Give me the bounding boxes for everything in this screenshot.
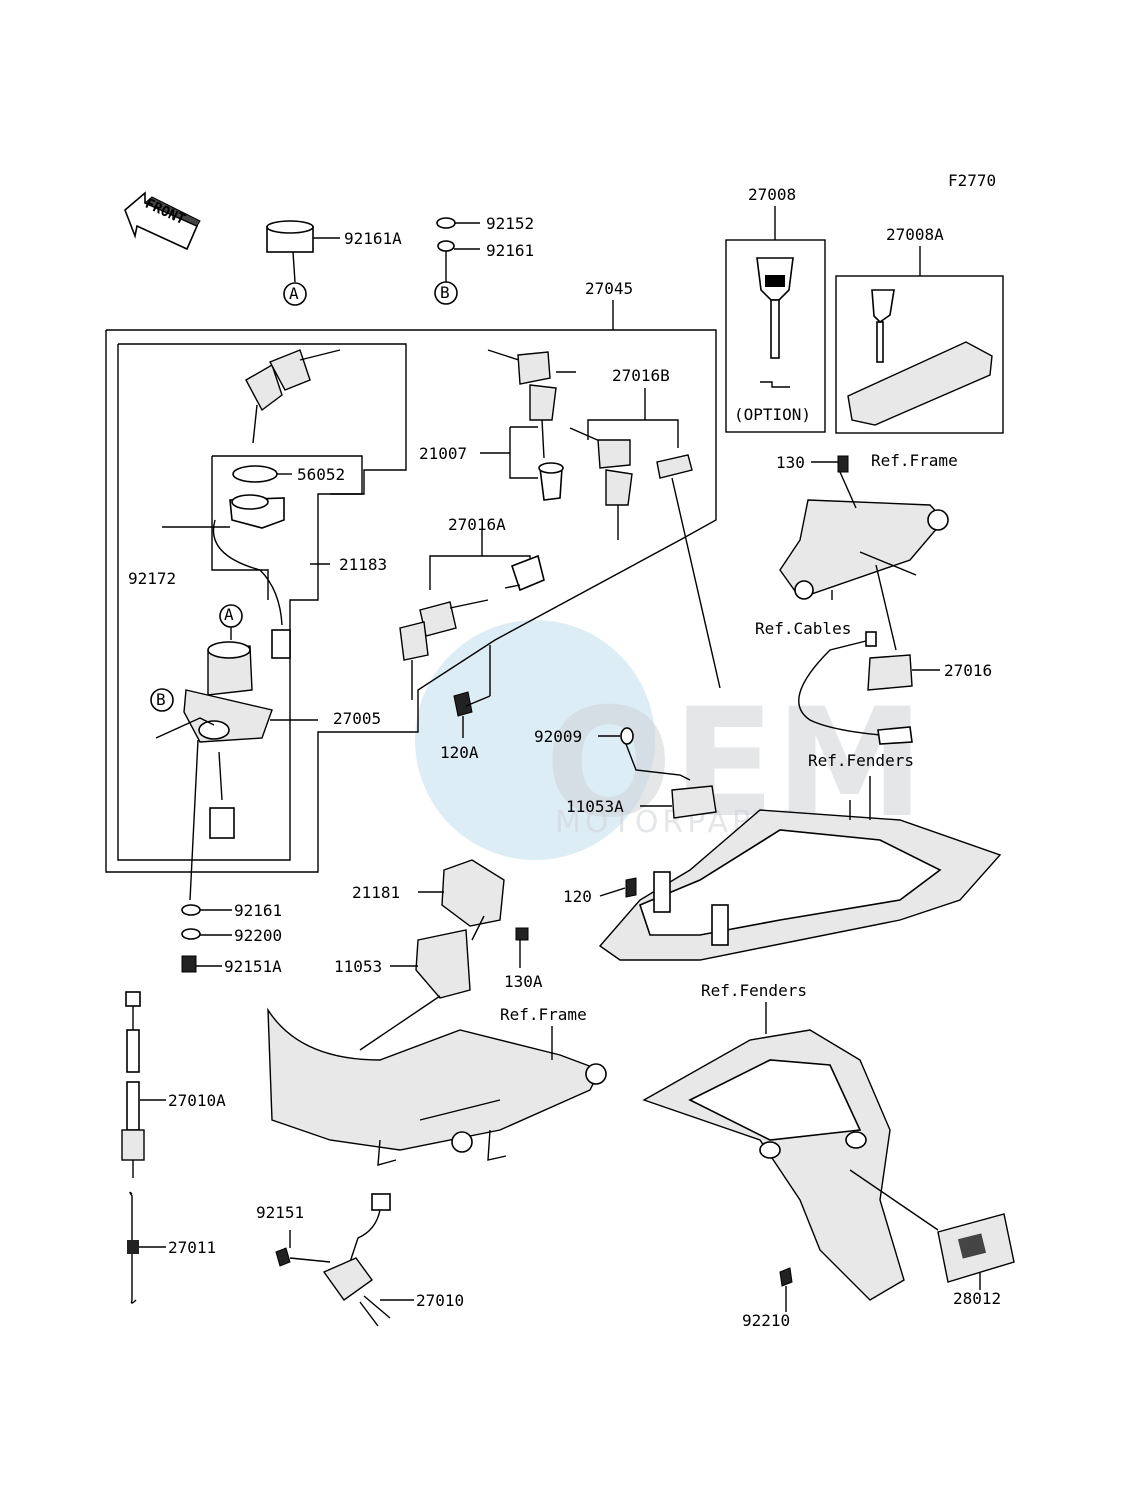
label-21007: 21007	[419, 444, 467, 463]
label-27008A: 27008A	[886, 225, 944, 244]
keys-27016B	[569, 388, 721, 689]
ref-frame-low: Ref.Frame	[500, 1005, 587, 1024]
label-11053A: 11053A	[566, 797, 624, 816]
label-92172: 92172	[128, 569, 176, 588]
ref-fenders-low: Ref.Fenders	[701, 981, 807, 1000]
label-27045: 27045	[585, 279, 633, 298]
label-27016B: 27016B	[612, 366, 670, 385]
mark-b-top: B	[440, 283, 450, 302]
mark-a-mid: A	[224, 605, 234, 624]
label-28012: 28012	[953, 1289, 1001, 1308]
switch-21183	[162, 455, 363, 659]
bracket-11053A	[598, 727, 717, 819]
ref-fenders-top: Ref.Fenders	[808, 751, 914, 770]
label-92161A: 92161A	[344, 229, 402, 248]
label-120A: 120A	[440, 743, 479, 762]
label-120: 120	[563, 887, 592, 906]
label-92009: 92009	[534, 727, 582, 746]
washers-low	[181, 739, 232, 973]
label-92210: 92210	[742, 1311, 790, 1330]
front-arrow-icon: FRONT	[124, 191, 201, 251]
kit-27045-outline	[105, 300, 717, 873]
sleeve-92161A	[266, 220, 340, 306]
washers-top	[434, 217, 480, 305]
label-92161-top: 92161	[486, 241, 534, 260]
cable-27016	[798, 631, 940, 745]
rear-fender	[642, 1002, 939, 1312]
label-92151A: 92151A	[224, 957, 282, 976]
switch-27010	[275, 1193, 414, 1327]
label-27016: 27016	[944, 661, 992, 680]
spring-27011	[127, 1191, 166, 1304]
label-130A: 130A	[504, 972, 543, 991]
label-56052: 56052	[297, 465, 345, 484]
label-92151: 92151	[256, 1203, 304, 1222]
label-92200: 92200	[234, 926, 282, 945]
mark-b-mid: B	[156, 690, 166, 709]
label-27011: 27011	[168, 1238, 216, 1257]
frame-low	[267, 1007, 607, 1166]
bolt-120A	[453, 645, 491, 738]
label-21181: 21181	[352, 883, 400, 902]
label-27005: 27005	[333, 709, 381, 728]
label-27010A: 27010A	[168, 1091, 226, 1110]
option-label: (OPTION)	[734, 405, 811, 424]
relay-21181	[359, 859, 529, 1051]
label-11053: 11053	[334, 957, 382, 976]
ignition-switch-27005	[150, 604, 318, 839]
plate-28012	[937, 1213, 1015, 1290]
mark-a-top: A	[289, 284, 299, 303]
label-92161-low: 92161	[234, 901, 282, 920]
label-92152: 92152	[486, 214, 534, 233]
key-27008-box	[725, 206, 826, 433]
label-27010: 27010	[416, 1291, 464, 1310]
keys-top-left	[245, 349, 341, 444]
watermark-globe	[415, 620, 655, 860]
ref-cables: Ref.Cables	[755, 619, 851, 638]
key-27008A-box	[835, 246, 1004, 434]
keys-27016A	[399, 530, 545, 700]
keys-21007	[480, 349, 576, 501]
label-130: 130	[776, 453, 805, 472]
switch-27010A	[121, 991, 166, 1178]
label-21183: 21183	[339, 555, 387, 574]
diagram-code: F2770	[948, 171, 996, 190]
label-27008: 27008	[748, 185, 796, 204]
label-27016A: 27016A	[448, 515, 506, 534]
frame-top-right	[779, 455, 949, 651]
ref-frame-top: Ref.Frame	[871, 451, 958, 470]
fender-tray	[598, 776, 1002, 961]
